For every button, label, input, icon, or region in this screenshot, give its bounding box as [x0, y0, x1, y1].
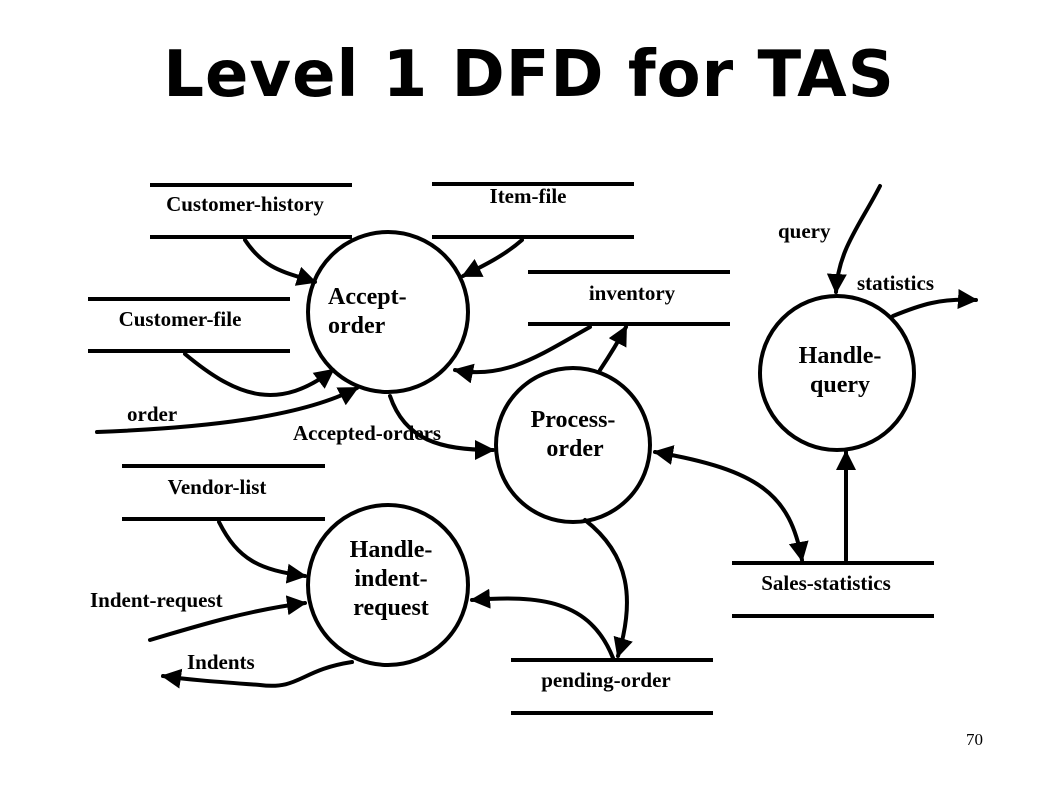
- store-vendor-list: Vendor-list: [122, 464, 325, 521]
- flow-indent-to-indents: [161, 660, 354, 689]
- flow-label-order: order: [127, 402, 177, 426]
- flow-customer-file-to-accept: [183, 352, 335, 397]
- process-label: Handle-: [350, 537, 433, 563]
- flow-label-accepted-orders: Accepted-orders: [293, 421, 441, 445]
- flow-label-query: query: [778, 219, 831, 243]
- store-inventory: inventory: [528, 270, 730, 326]
- flow-vendor-list-to-indent: [217, 520, 307, 584]
- store-label: Vendor-list: [168, 475, 267, 499]
- flow-handle-query-statistics: [891, 289, 978, 318]
- store-label: inventory: [589, 281, 676, 305]
- process-label: order: [546, 436, 604, 462]
- process-label: Handle-: [799, 343, 882, 369]
- store-item-file: Item-file: [432, 182, 634, 239]
- store-label: Item-file: [490, 184, 567, 208]
- flow-inventory-to-accept: [453, 325, 592, 384]
- flow-query-to-handle-query: [826, 184, 882, 294]
- store-customer-history: Customer-history: [150, 183, 352, 239]
- flow-indent-request-to-indent: [148, 595, 307, 642]
- slide-title: Level 1 DFD for TAS: [163, 38, 895, 112]
- flow-order-to-accept: [95, 386, 359, 434]
- process-label: order: [328, 313, 386, 339]
- process-handle-query: Handle- query: [758, 294, 916, 452]
- process-process-order: Process- order: [494, 366, 652, 524]
- flow-label-indents: Indents: [187, 650, 255, 674]
- store-pending-order: pending-order: [511, 658, 713, 715]
- store-customer-file: Customer-file: [88, 297, 290, 353]
- process-handle-indent-request: Handle- indent- request: [306, 503, 470, 667]
- process-label: Process-: [531, 407, 616, 433]
- flow-label-statistics: statistics: [857, 271, 934, 295]
- process-accept-order: Accept- order: [306, 230, 470, 394]
- flow-customer-history-to-accept: [243, 238, 317, 286]
- flow-process-to-inventory: [598, 325, 628, 372]
- process-label: request: [353, 595, 429, 621]
- flow-label-indent-request: Indent-request: [90, 588, 223, 612]
- store-label: pending-order: [541, 668, 671, 692]
- process-label: query: [810, 372, 870, 398]
- store-sales-statistics: Sales-statistics: [732, 561, 934, 618]
- store-label: Customer-history: [166, 192, 324, 216]
- store-label: Sales-statistics: [761, 571, 891, 595]
- store-label: Customer-file: [119, 307, 242, 331]
- flow-process-sales-statistics: [653, 445, 809, 562]
- flow-process-to-pending-order: [583, 518, 633, 658]
- process-label: Accept-: [328, 284, 407, 310]
- flow-pending-order-to-indent: [470, 588, 615, 660]
- page-number: 70: [966, 730, 983, 749]
- flow-accept-to-process: [388, 394, 495, 460]
- process-label: indent-: [354, 566, 427, 592]
- flow-item-file-to-accept: [461, 238, 524, 278]
